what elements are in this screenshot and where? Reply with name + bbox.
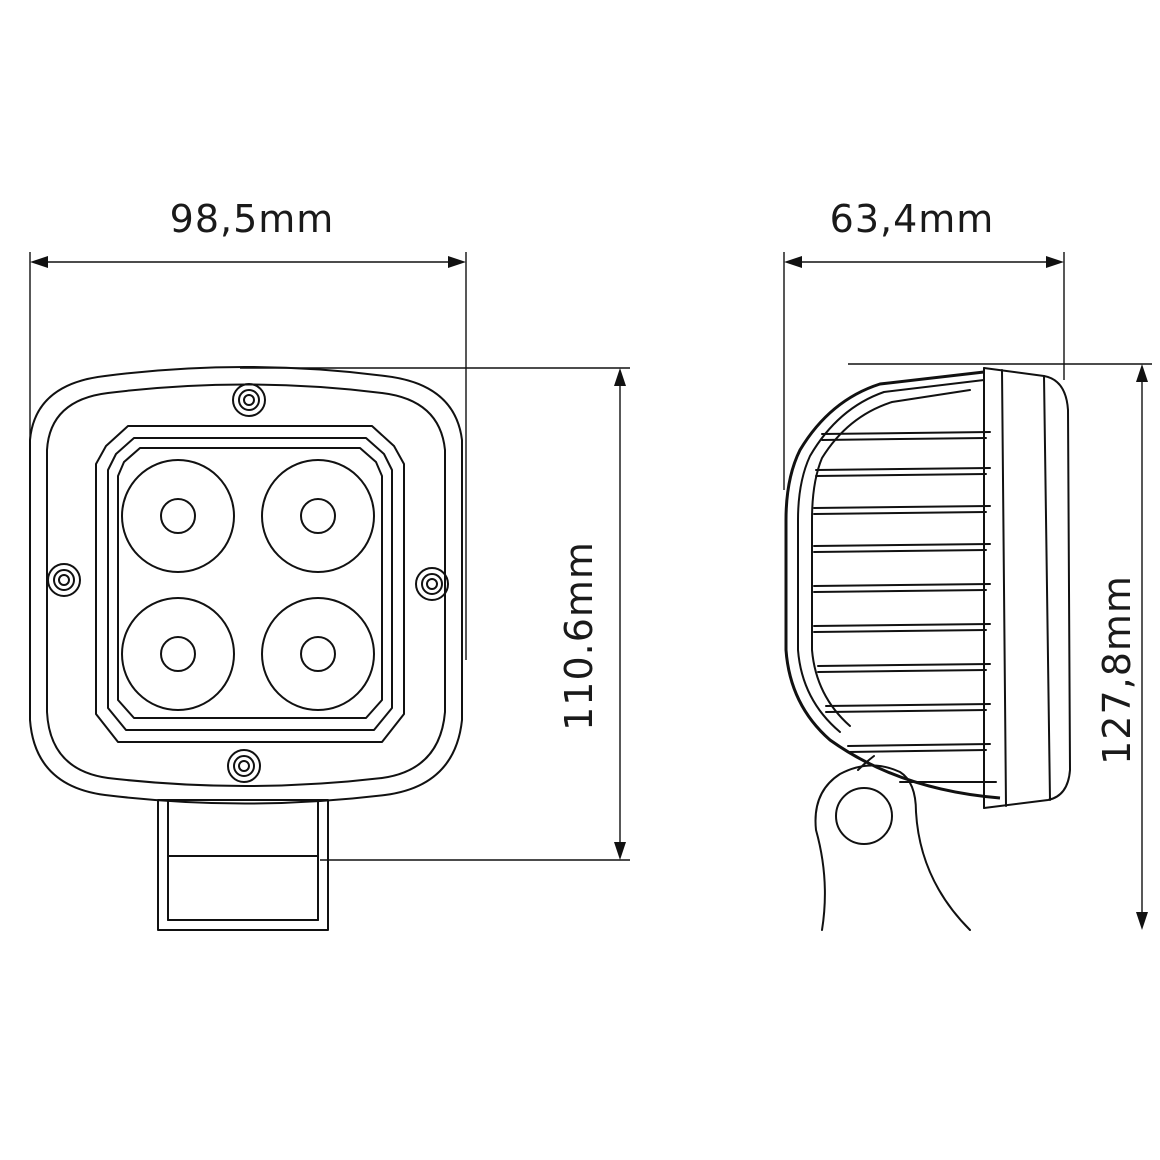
front-lens-frame-inner [117, 447, 383, 719]
side-height-dimension: 127,8mm [848, 363, 1152, 930]
led-top-right [261, 459, 375, 573]
side-bezel [983, 367, 1071, 809]
led-top-left [121, 459, 235, 573]
side-depth-label: 63,4mm [830, 197, 995, 241]
front-housing-outer [29, 366, 463, 805]
screw-left [47, 563, 81, 597]
side-body [784, 370, 1001, 800]
front-height-dimension: 110.6mm [240, 367, 630, 861]
bracket-bolt-hole [835, 787, 893, 845]
side-height-label: 127,8mm [1095, 575, 1139, 765]
side-cooling-fins [813, 431, 997, 783]
screw-bottom [227, 749, 261, 783]
screw-right [415, 567, 449, 601]
led-bottom-left [121, 597, 235, 711]
front-height-label: 110.6mm [557, 541, 601, 731]
front-lens-frame-mid [107, 437, 393, 731]
front-width-label: 98,5mm [170, 197, 335, 241]
screw-top [232, 383, 266, 417]
front-view: 98,5mm 110.6mm [29, 197, 630, 931]
led-bottom-right [261, 597, 375, 711]
side-bracket [814, 755, 971, 931]
front-lens-frame-outer [95, 425, 405, 743]
front-bracket [157, 799, 329, 931]
front-width-dimension: 98,5mm [29, 197, 467, 660]
side-depth-dimension: 63,4mm [783, 197, 1065, 490]
front-housing-inner [46, 383, 446, 787]
side-view: 63,4mm 127,8mm [783, 197, 1152, 931]
